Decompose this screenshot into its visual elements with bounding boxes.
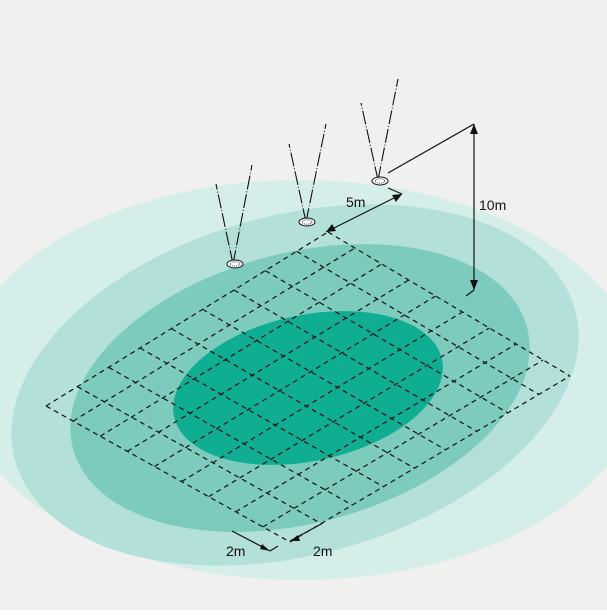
grid-line-column xyxy=(233,289,477,432)
coverage-zones xyxy=(0,180,607,580)
grid-line-column xyxy=(202,308,446,451)
sprinkler-3-cable-right xyxy=(377,78,399,181)
sprinkler-head-icon xyxy=(226,259,244,269)
height-base-tick xyxy=(465,289,475,297)
height-label: 10m xyxy=(479,197,506,213)
grid-line-column xyxy=(77,386,322,525)
grid-line-row xyxy=(235,343,517,513)
dimension-annotations xyxy=(231,123,478,552)
sprinkler-2-cable-left xyxy=(288,143,307,223)
height-arrow-bottom-icon xyxy=(470,280,478,290)
height-reference-line xyxy=(387,123,475,174)
grid-line-row xyxy=(289,375,571,543)
grid-cell-label-b: 2m xyxy=(313,543,332,559)
dimension-labels: 5m 10m 2m 2m xyxy=(226,194,506,559)
height-arrow-top-icon xyxy=(470,124,478,134)
coverage-zone-core xyxy=(173,311,443,465)
sprinkler-1 xyxy=(215,164,253,269)
spacing-arrow-right-icon xyxy=(392,194,402,202)
grid-line-row xyxy=(45,231,329,407)
grid-dim-a-tick xyxy=(269,545,279,552)
grid-line-row xyxy=(208,327,490,498)
grid-line-column xyxy=(171,328,415,469)
grid-dim-a-arrow-icon xyxy=(260,544,270,551)
measurement-grid xyxy=(45,231,571,543)
spacing-dimension-line xyxy=(325,193,403,233)
sprinkler-2 xyxy=(288,123,327,227)
sprinkler-1-cable-left xyxy=(215,183,234,265)
grid-line-row xyxy=(154,295,436,467)
sprinkler-3-cable-left xyxy=(360,102,379,181)
grid-line-row xyxy=(99,263,383,437)
grid-cell-label-a: 2m xyxy=(226,543,245,559)
sprinkler-group xyxy=(215,78,399,269)
grid-line-row xyxy=(181,311,463,483)
sprinkler-2-cable-right xyxy=(305,123,327,223)
grid-line-column xyxy=(265,270,509,414)
sprinkler-3 xyxy=(360,78,399,186)
grid-line-column xyxy=(296,250,540,395)
spacing-label: 5m xyxy=(346,194,365,210)
grid-line-column xyxy=(45,405,291,543)
sprinkler-1-cable-right xyxy=(232,164,253,265)
sprinkler-head-icon xyxy=(371,176,389,186)
spacing-tick-right xyxy=(387,187,403,195)
sprinkler-head-icon xyxy=(298,217,316,227)
grid-line-column xyxy=(108,366,353,506)
grid-line-row xyxy=(72,247,356,422)
grid-line-row xyxy=(127,279,409,452)
spacing-arrow-left-icon xyxy=(326,224,336,232)
grid-dim-b-arrow-icon xyxy=(290,535,300,541)
grid-line-column xyxy=(139,347,384,488)
grid-line-column xyxy=(327,231,571,377)
grid-line-row xyxy=(262,359,544,528)
